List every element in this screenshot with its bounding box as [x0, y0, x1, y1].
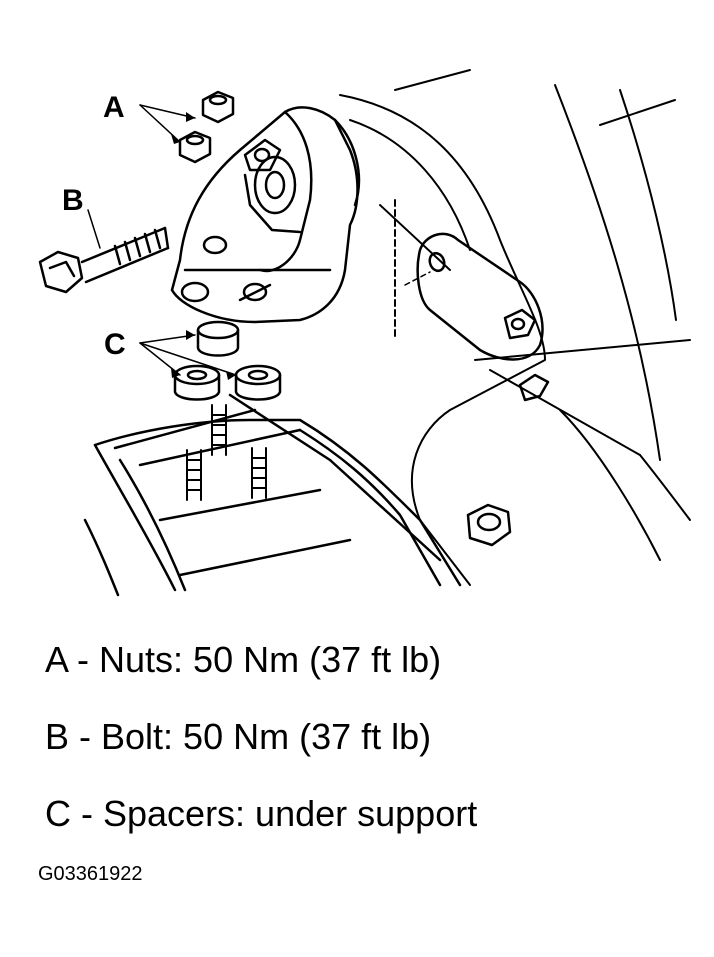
engine-housing — [83, 393, 462, 597]
nut-a-upper — [201, 90, 235, 124]
bolt-b — [38, 226, 170, 294]
spacer-c-left — [173, 364, 221, 401]
callout-b-label: B — [62, 184, 84, 217]
legend: A - Nuts: 50 Nm (37 ft lb) B - Bolt: 50 … — [45, 640, 685, 871]
mount-support-bracket — [170, 106, 361, 324]
nut-a-lower — [178, 130, 212, 164]
spacer-c-top — [196, 320, 240, 357]
callout-c-label: C — [104, 328, 126, 361]
callout-a-label: A — [103, 91, 125, 124]
figure-id: G03361922 — [38, 863, 143, 885]
callout-leaders — [87, 104, 237, 376]
body-panel — [339, 69, 691, 586]
legend-item-nuts: A - Nuts: 50 Nm (37 ft lb) — [45, 639, 442, 680]
spacer-c-right — [234, 364, 282, 401]
panel-bolt — [466, 503, 512, 547]
legend-item-bolt: B - Bolt: 50 Nm (37 ft lb) — [45, 716, 432, 757]
mounting-studs — [186, 404, 267, 501]
engine-mount-illustration: A B C — [38, 69, 691, 597]
body-bracket — [404, 232, 550, 402]
legend-item-spacers: C - Spacers: under support — [45, 793, 478, 834]
